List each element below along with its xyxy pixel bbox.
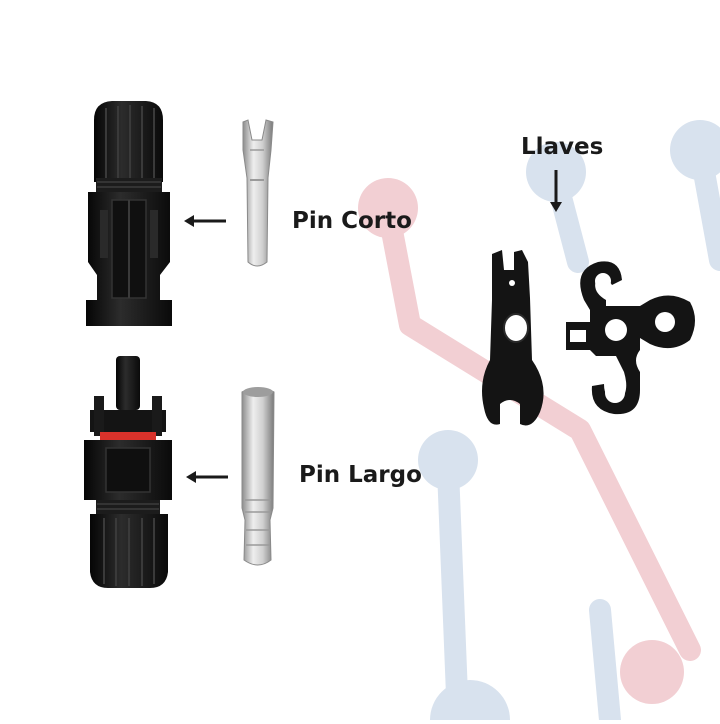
red-trace [377, 199, 701, 661]
pin-corto-label: Pin Corto [292, 208, 412, 234]
wrench-tool-1 [482, 250, 544, 426]
pin-largo-image [241, 387, 275, 566]
arrow-left-icon [184, 215, 226, 227]
arrow-down-icon [550, 170, 562, 212]
circuit-background [358, 120, 720, 724]
pin-corto-image [242, 119, 274, 267]
red-trace-node [358, 178, 418, 238]
arrow-left-icon [186, 471, 228, 483]
connector-male [84, 356, 172, 588]
pin-largo-label: Pin Largo [299, 462, 422, 488]
blue-trace-node [670, 120, 720, 180]
connector-female [86, 101, 172, 326]
wrench-tool-2 [566, 261, 695, 415]
red-trace-node [620, 640, 684, 704]
blue-trace-node [418, 430, 478, 490]
blue-trace-node [430, 680, 510, 724]
llaves-label: Llaves [521, 134, 604, 160]
